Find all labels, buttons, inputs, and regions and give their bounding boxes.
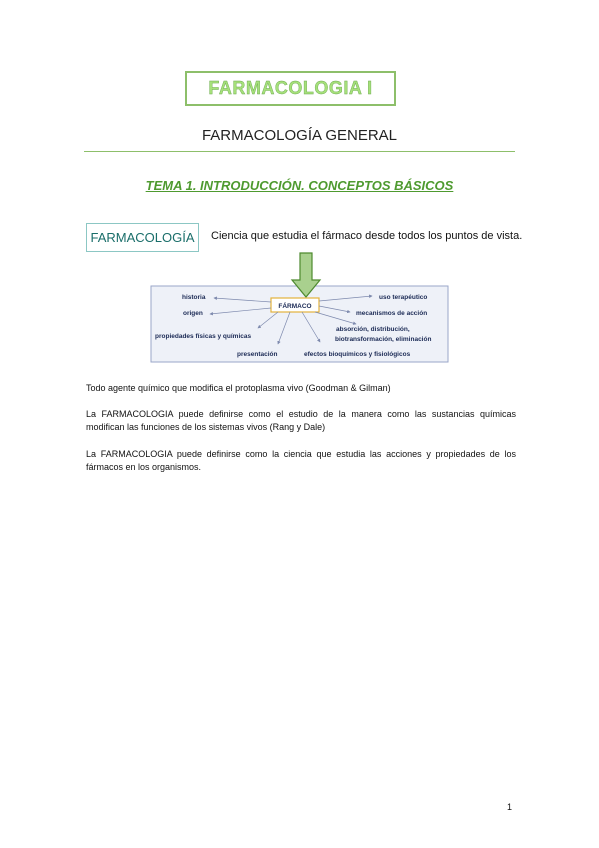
label-efectos: efectos bioquímicos y fisiológicos — [304, 351, 411, 358]
farmacologia-label: FARMACOLOGÍA — [90, 230, 195, 245]
document-title: FARMACOLOGIA I — [208, 78, 373, 98]
center-label: FÁRMACO — [278, 301, 311, 310]
title-box: FARMACOLOGIA I — [185, 71, 396, 106]
arrow-efectos — [301, 311, 321, 343]
down-arrow-icon — [290, 252, 322, 298]
paragraph-1: Todo agente químico que modifica el prot… — [86, 383, 391, 393]
label-uso: uso terapéutico — [379, 294, 427, 301]
label-origen: origen — [183, 310, 203, 317]
page-number: 1 — [507, 802, 513, 812]
label-mecanismos: mecanismos de acción — [356, 310, 427, 317]
tema-heading: TEMA 1. INTRODUCCIÓN. CONCEPTOS BÁSICOS — [145, 178, 454, 193]
label-absorcion-2: biotransformación, eliminación — [335, 336, 431, 343]
arrow-absorcion — [314, 311, 357, 325]
arrow-historia — [213, 296, 272, 303]
paragraph-2: La FARMACOLOGIA puede definirse como el … — [86, 409, 516, 432]
arrow-propiedades — [257, 311, 279, 329]
center-box — [270, 297, 320, 313]
paragraph-3: La FARMACOLOGIA puede definirse como la … — [86, 449, 516, 472]
divider — [84, 151, 515, 152]
farmacologia-definition: Ciencia que estudia el fármaco desde tod… — [211, 230, 523, 242]
arrow-mecanismos — [318, 305, 351, 314]
label-historia: historia — [182, 294, 206, 301]
arrow-origen — [209, 307, 272, 316]
label-propiedades: propiedades físicas y químicas — [155, 333, 251, 340]
arrow-presentacion — [277, 311, 291, 345]
farmaco-diagram: FÁRMACO historia origen propiedades físi… — [150, 252, 449, 363]
subtitle: FARMACOLOGÍA GENERAL — [201, 127, 398, 144]
label-absorcion-1: absorción, distribución, — [336, 326, 410, 333]
farmacologia-box: FARMACOLOGÍA — [86, 223, 199, 252]
arrow-uso — [318, 294, 373, 302]
label-presentacion: presentación — [237, 351, 277, 358]
